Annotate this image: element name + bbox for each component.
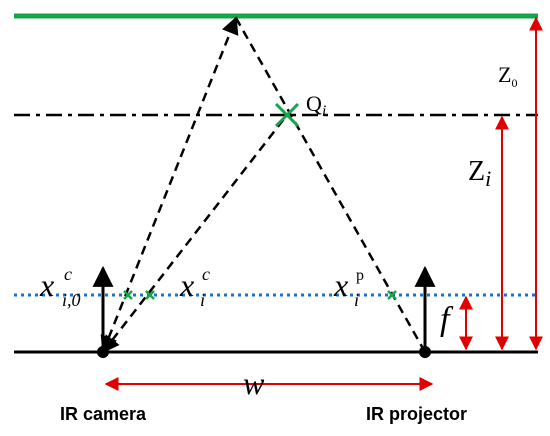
ray-camera-to-q — [101, 114, 288, 354]
camera-ref-point-marker — [123, 290, 133, 300]
projector-center-dot — [419, 346, 431, 358]
ir-projector-label: IR projector — [366, 404, 467, 424]
point-q-marker — [274, 102, 300, 128]
q-label: Qi — [306, 91, 326, 120]
xpi-label: x p i — [333, 267, 368, 310]
ir-camera-label: IR camera — [60, 404, 147, 424]
xc0-label: x c i,0 — [39, 264, 81, 310]
zi-label: Zi — [468, 156, 491, 191]
xci-label: x c i — [179, 264, 214, 310]
projector-image-point-marker — [387, 290, 397, 300]
f-label: f — [440, 301, 454, 338]
camera-center-dot — [97, 346, 109, 358]
camera-image-point-marker — [145, 290, 155, 300]
ray-camera-to-reference — [100, 16, 239, 354]
w-label: w — [243, 365, 265, 401]
ray-projector-to-reference — [234, 17, 427, 353]
z0-label: Z0 — [498, 62, 517, 90]
